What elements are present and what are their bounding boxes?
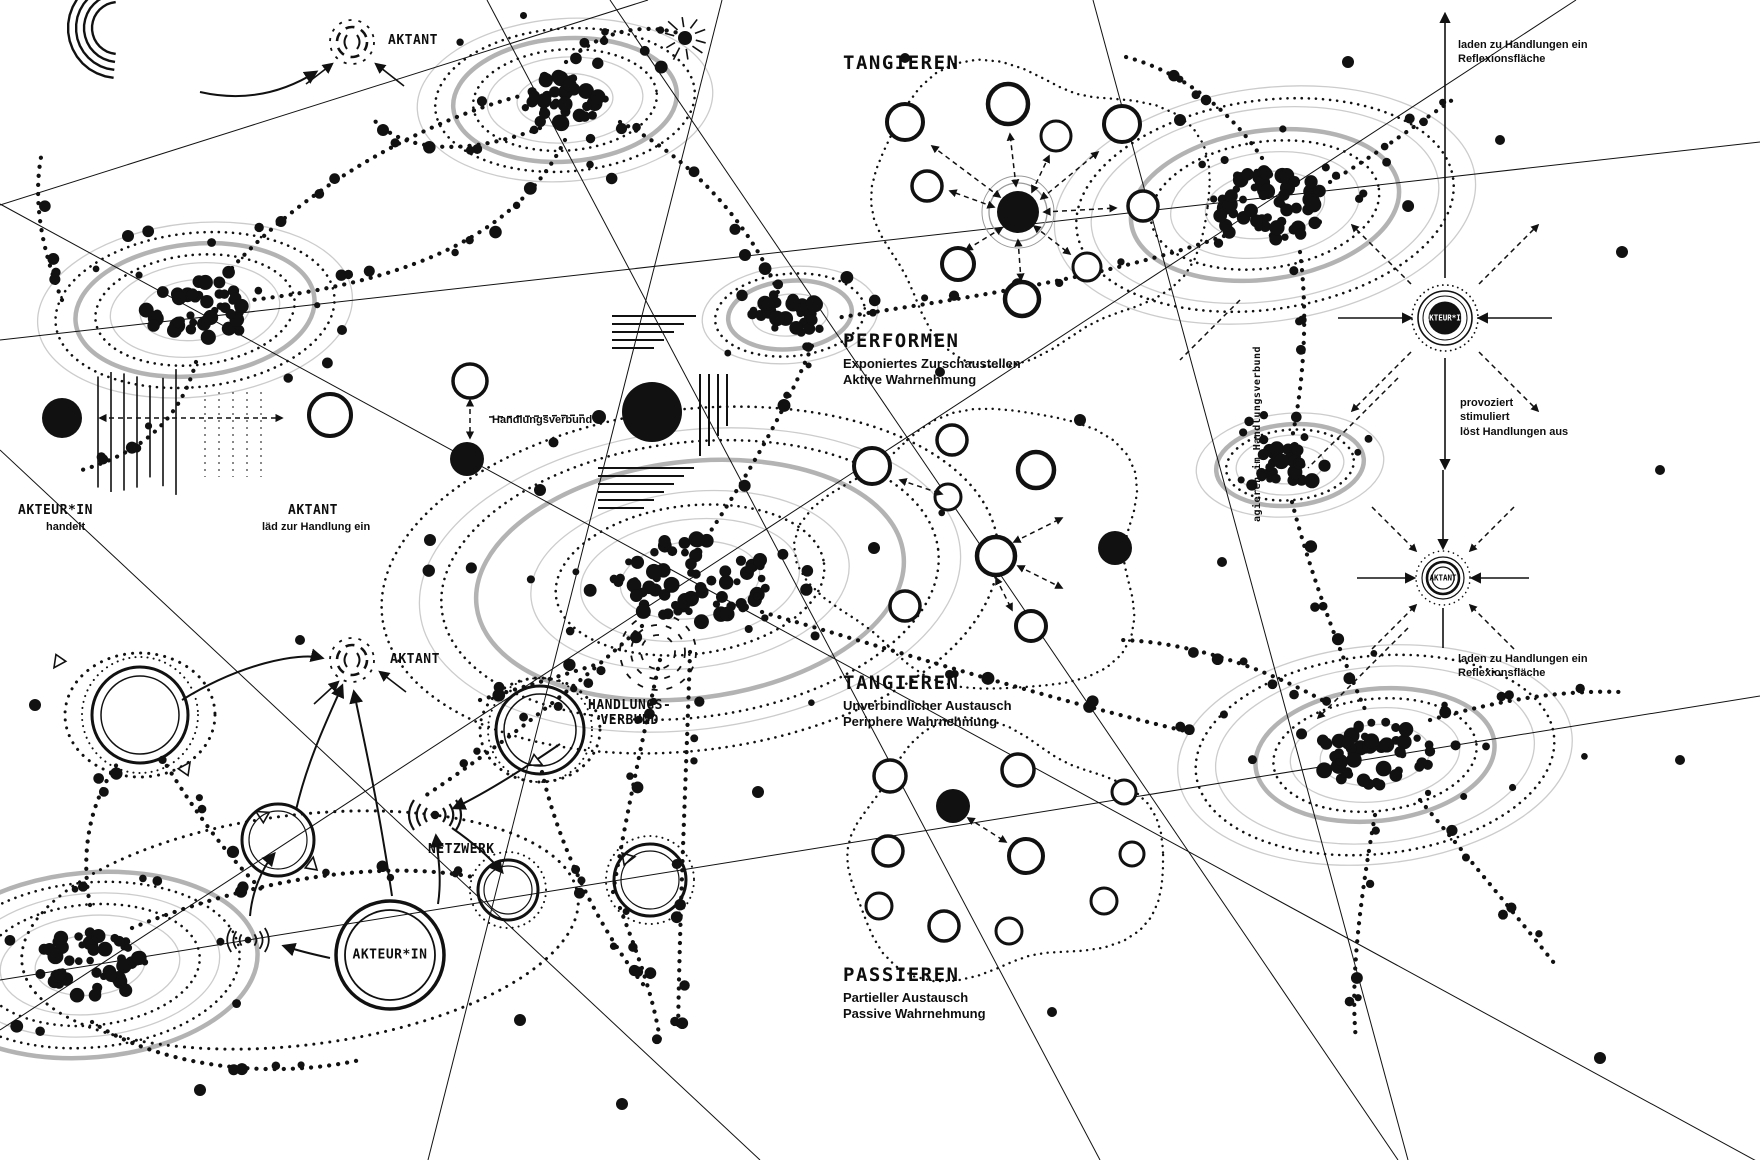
aktant-icon	[329, 637, 375, 683]
netzwerk-icon	[226, 927, 270, 953]
aktant-invite-icon	[1415, 550, 1471, 606]
cluster-orbit-rings	[0, 17, 1573, 1061]
ring-node	[469, 851, 547, 929]
ring-node	[81, 656, 199, 774]
dashed-aura-icon	[619, 613, 697, 691]
dot-cluster	[1316, 717, 1436, 791]
solid-arrows	[181, 11, 1552, 959]
hollow-circles	[307, 362, 489, 438]
akteurin-provoke-icon	[1411, 284, 1479, 352]
circle-group	[792, 407, 1139, 690]
ring-node	[487, 677, 593, 783]
scatter-dots	[4, 12, 1588, 1037]
netzwerk-icon	[407, 799, 463, 831]
starburst-icon	[664, 16, 706, 61]
dot-cluster	[35, 928, 147, 1003]
single-dots	[29, 31, 1685, 1110]
dot-clusters	[35, 69, 1436, 1003]
hatch-marks	[97, 315, 728, 509]
aktant-icon	[329, 19, 375, 65]
circle-groups	[792, 58, 1212, 983]
concentric-arcs-icon	[67, 0, 116, 79]
dot-cluster	[1257, 441, 1331, 489]
ring-node	[240, 802, 316, 878]
dashed-arrows	[98, 132, 1540, 843]
dot-cluster	[1210, 165, 1326, 246]
ring-targets	[81, 656, 695, 1011]
dotted-trails	[36, 26, 1623, 1076]
ring-node	[334, 899, 446, 1011]
ring-node	[605, 835, 695, 925]
dot-cluster	[521, 69, 609, 132]
dot-cluster	[755, 293, 823, 337]
dot-cluster	[138, 274, 249, 345]
circle-group	[869, 58, 1212, 368]
circle-group	[846, 716, 1165, 983]
